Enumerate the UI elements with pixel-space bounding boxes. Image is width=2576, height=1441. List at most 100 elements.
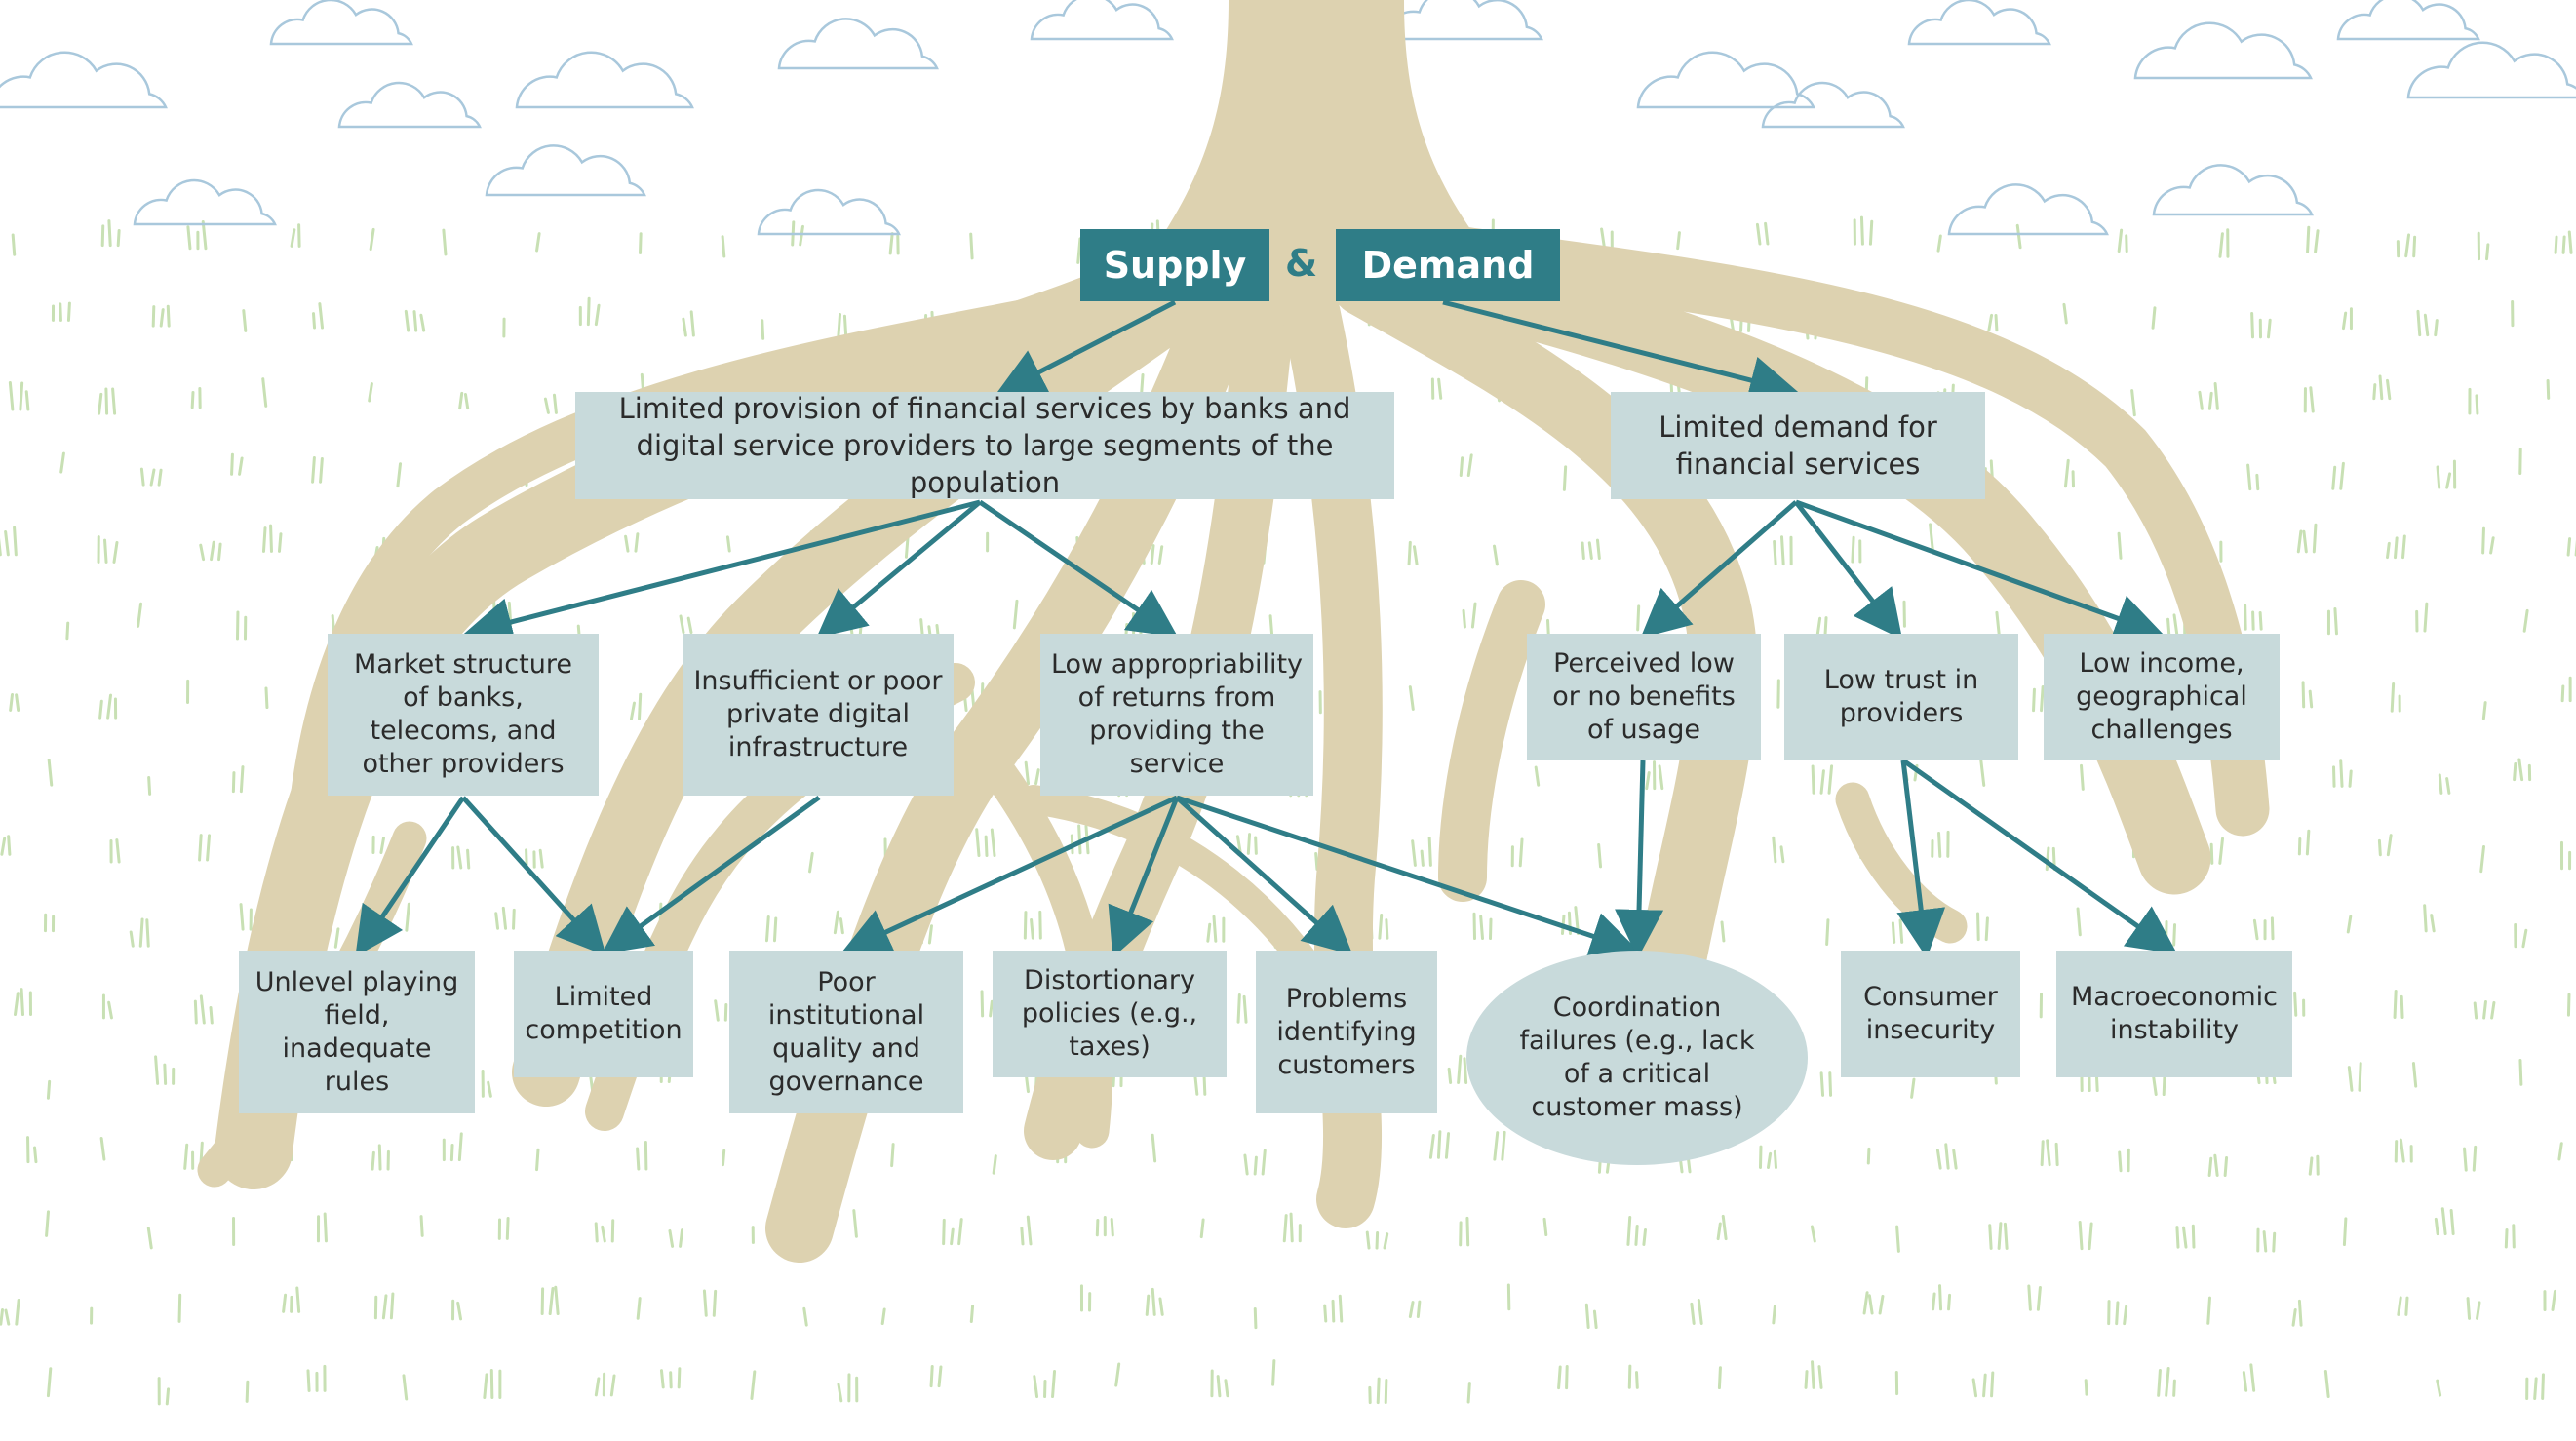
grass-blade bbox=[2172, 923, 2177, 947]
grass-blade bbox=[609, 1374, 616, 1397]
grass-blade bbox=[4, 1308, 11, 1326]
grass-blade bbox=[1427, 837, 1432, 867]
grass-blade bbox=[1246, 833, 1252, 855]
grass-blade bbox=[46, 1079, 52, 1100]
grass-blade bbox=[1463, 1057, 1468, 1084]
grass-blade bbox=[2251, 610, 2255, 631]
grass-blade bbox=[2517, 758, 2524, 782]
grass-blade bbox=[1076, 237, 1082, 264]
grass-blade bbox=[1253, 1307, 1258, 1330]
grass-blade bbox=[442, 228, 448, 256]
grass-blade bbox=[14, 992, 20, 1017]
grass-blade bbox=[1557, 1365, 1562, 1390]
grass-blade bbox=[1634, 1224, 1639, 1246]
grass-blade bbox=[371, 1150, 375, 1171]
grass-blade bbox=[466, 848, 471, 870]
cloud-shape bbox=[757, 188, 901, 236]
grass-blade bbox=[19, 381, 24, 411]
grass-blade bbox=[880, 1307, 886, 1326]
supply-header: Supply bbox=[1080, 229, 1269, 301]
grass-blade bbox=[1562, 465, 1568, 491]
grass-blade bbox=[2242, 1371, 2248, 1392]
grass-blade bbox=[1030, 917, 1034, 940]
grass-blade bbox=[1676, 231, 1681, 251]
grass-blade bbox=[1867, 1294, 1874, 1315]
grass-blade bbox=[1145, 1294, 1151, 1316]
grass-blade bbox=[1408, 1301, 1415, 1318]
grass-blade bbox=[833, 910, 839, 935]
grass-blade bbox=[2045, 846, 2050, 872]
grass-blade bbox=[2036, 1286, 2042, 1311]
grass-blade bbox=[100, 224, 105, 248]
cloud-shape bbox=[133, 178, 277, 226]
grass-blade bbox=[65, 621, 70, 641]
grass-blade bbox=[1051, 1370, 1057, 1399]
grass-blade bbox=[984, 835, 989, 857]
grass-blade bbox=[2476, 1301, 2481, 1320]
grass-blade bbox=[112, 540, 119, 564]
cloud-shape bbox=[485, 144, 646, 197]
grass-blade bbox=[1243, 1153, 1249, 1176]
grass-blade bbox=[1817, 1365, 1823, 1389]
grass-blade bbox=[1235, 835, 1242, 855]
grass-blade bbox=[714, 999, 720, 1022]
grass-blade bbox=[1412, 545, 1419, 566]
grass-blade bbox=[2165, 1367, 2170, 1397]
grass-blade bbox=[24, 390, 30, 411]
grass-blade bbox=[2151, 1073, 2158, 1097]
node-low-income: Low income, geographical challenges bbox=[2044, 634, 2280, 760]
grass-blade bbox=[111, 387, 117, 415]
cloud-shape bbox=[2133, 21, 2313, 80]
grass-blade bbox=[2479, 844, 2485, 874]
grass-blade bbox=[2463, 1147, 2468, 1172]
grass-blade bbox=[1827, 764, 1834, 795]
node-digital-infrastructure: Insufficient or poor private digital inf… bbox=[683, 634, 954, 796]
grass-blade bbox=[1779, 845, 1785, 864]
grass-blade bbox=[2412, 235, 2417, 258]
grass-blade bbox=[2423, 904, 2428, 933]
grass-blade bbox=[1780, 535, 1785, 566]
grass-blade bbox=[2466, 1297, 2472, 1320]
grass-blade bbox=[1199, 1218, 1205, 1239]
grass-blade bbox=[261, 526, 267, 553]
grass-blade bbox=[2386, 834, 2393, 857]
grass-blade bbox=[1534, 765, 1541, 787]
grass-blade bbox=[2088, 1222, 2093, 1251]
grass-blade bbox=[157, 468, 163, 487]
grass-blade bbox=[594, 303, 601, 327]
grass-blade bbox=[59, 451, 65, 474]
grass-blade bbox=[1024, 760, 1031, 786]
grass-blade bbox=[206, 834, 212, 862]
grass-blade bbox=[679, 614, 685, 635]
grass-blade bbox=[1114, 1362, 1121, 1387]
grass-blade bbox=[2518, 1058, 2523, 1086]
grass-blade bbox=[1595, 538, 1601, 560]
grass-blade bbox=[1020, 1227, 1025, 1246]
grass-blade bbox=[2084, 1379, 2088, 1396]
grass-blade bbox=[1893, 610, 1898, 628]
grass-blade bbox=[2372, 383, 2377, 401]
grass-blade bbox=[2566, 993, 2571, 1017]
grass-blade bbox=[59, 302, 62, 322]
grass-blade bbox=[630, 701, 636, 720]
cloud-shape bbox=[777, 18, 939, 70]
grass-blade bbox=[802, 1306, 808, 1327]
grass-blade bbox=[33, 1146, 38, 1164]
grass-blade bbox=[290, 228, 296, 248]
grass-blade bbox=[1282, 1214, 1288, 1243]
grass-blade bbox=[636, 1297, 642, 1320]
grass-blade bbox=[1944, 1143, 1950, 1170]
grass-blade bbox=[46, 1367, 53, 1398]
grass-blade bbox=[1070, 834, 1074, 855]
grass-blade bbox=[1913, 763, 1919, 782]
grass-blade bbox=[2301, 681, 2306, 709]
grass-blade bbox=[2348, 769, 2353, 788]
grass-blade bbox=[2404, 233, 2411, 258]
cloud-shape bbox=[269, 0, 413, 46]
cloud-shape bbox=[1907, 0, 2051, 46]
grass-blade bbox=[98, 699, 103, 720]
grass-blade bbox=[644, 1141, 648, 1171]
grass-blade bbox=[2175, 1226, 2180, 1249]
grass-blade bbox=[242, 309, 248, 332]
grass-blade bbox=[639, 232, 643, 254]
